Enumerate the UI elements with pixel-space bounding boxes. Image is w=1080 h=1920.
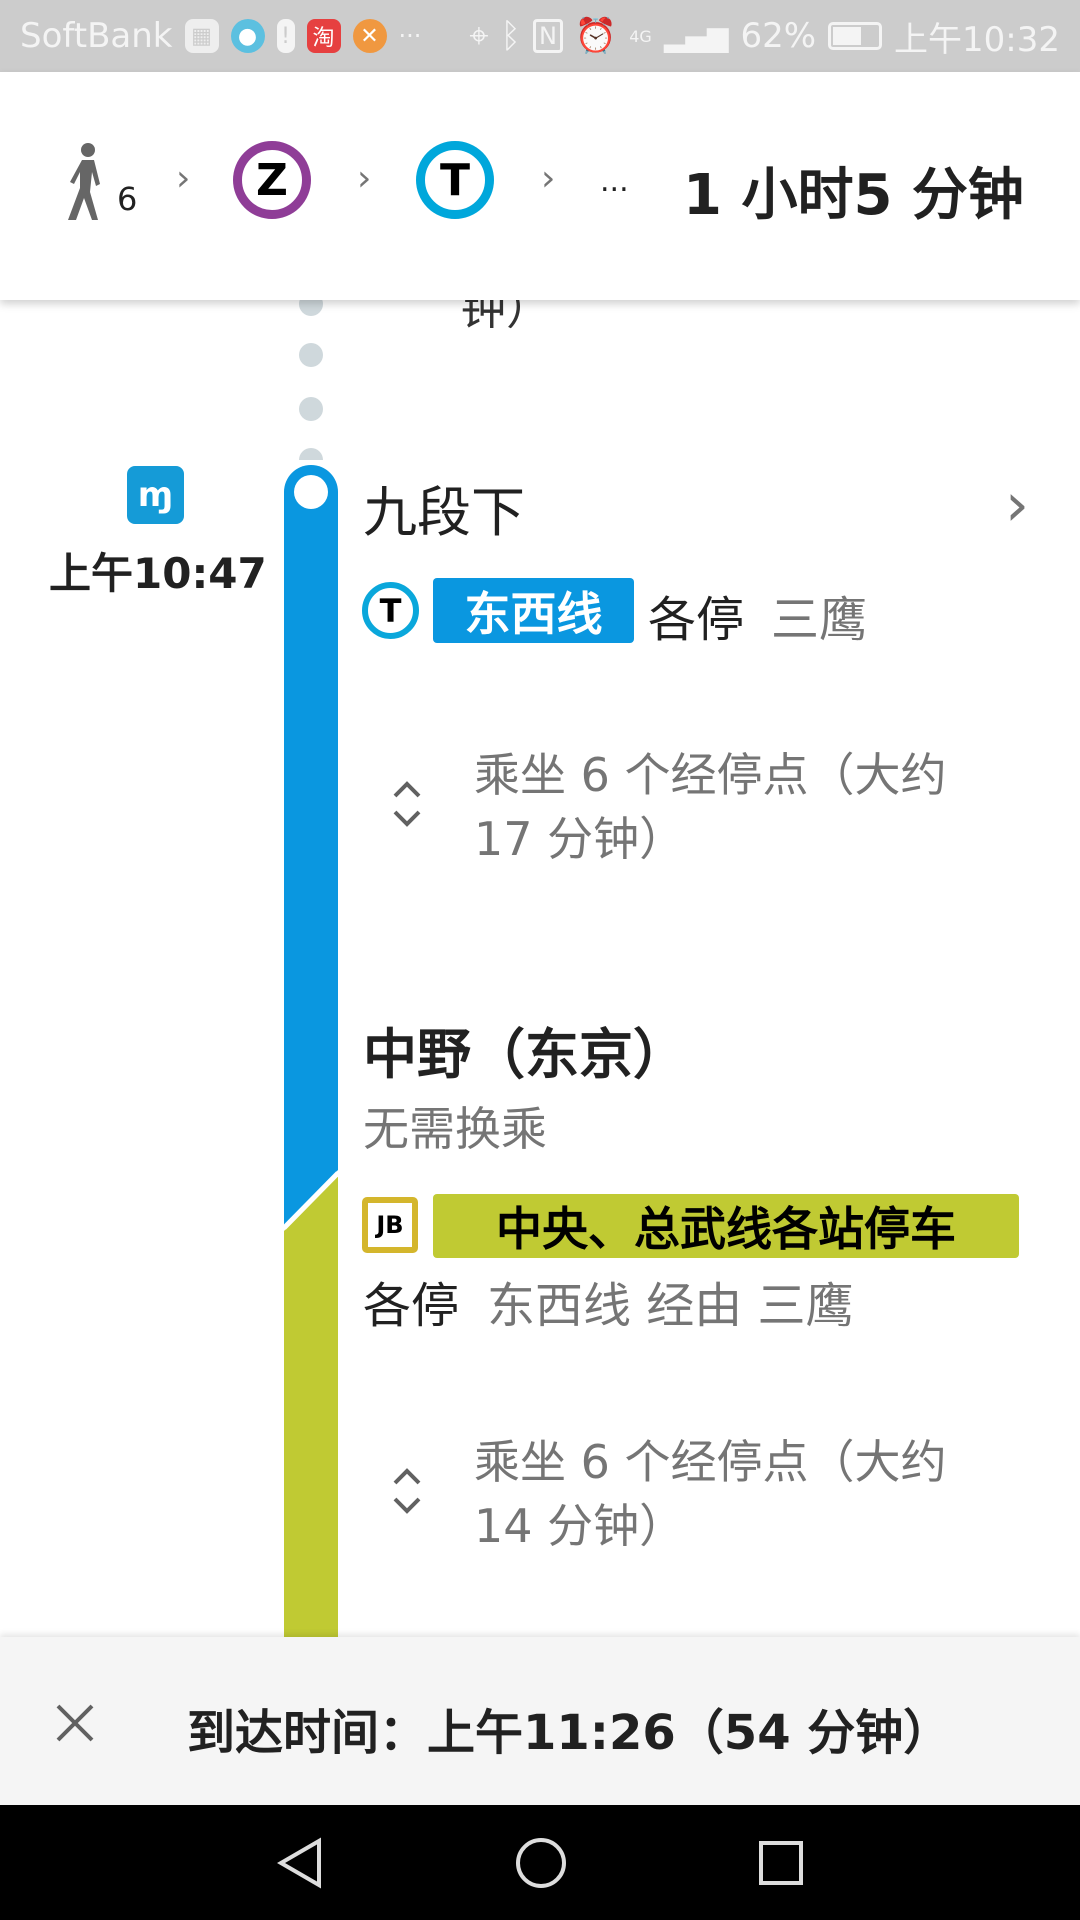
- line-badge: 东西线: [433, 578, 634, 643]
- via-route: 东西线 经由 三鹰: [487, 1278, 854, 1334]
- ride-stops-summary[interactable]: 乘坐 6 个经停点（大约 17 分钟）: [474, 743, 947, 871]
- ride-stops-line2: 14 分钟）: [474, 1499, 686, 1553]
- battery-alert-icon: !: [276, 19, 295, 53]
- line-z-icon: Z: [233, 141, 311, 219]
- battery-percent: 62%: [740, 16, 817, 56]
- location-icon: ⌖: [469, 16, 489, 56]
- tozai-line-segment: [284, 465, 338, 1225]
- ride-stops-line1: 乘坐 6 个经停点（大约: [474, 1435, 947, 1489]
- train-icon: ▦: [184, 19, 219, 53]
- arrival-bar: 到达时间：上午11:26（54 分钟）: [0, 1637, 1080, 1805]
- walk-icon: [68, 143, 100, 220]
- total-duration: 1 小时5 分钟: [683, 163, 1024, 228]
- destination: 三鹰: [771, 592, 868, 648]
- nfc-icon: N: [532, 19, 563, 53]
- itinerary-timeline[interactable]: 钟） ɱ 上午10:47 九段下 › T 东西线 各停 三鹰 乘坐 6 个经停点…: [0, 300, 1080, 1637]
- transfer-divider: [284, 1171, 338, 1230]
- service-type: 各停: [648, 592, 745, 648]
- chevron-right-icon[interactable]: ›: [1005, 470, 1029, 540]
- carrier: SoftBank: [20, 16, 173, 56]
- walk-dot: [299, 343, 323, 367]
- battery-icon: [828, 22, 883, 50]
- network-type: 4G: [629, 26, 652, 46]
- service-type: 各停: [363, 1278, 460, 1334]
- walk-dot: [299, 397, 323, 421]
- chuo-line-segment: [284, 1176, 338, 1637]
- status-bar: SoftBank ▦ ● ! 淘 ✕ ··· ⌖ ᛒ N ⏰ 4G ▂▄▆ 62…: [0, 0, 1080, 72]
- close-icon[interactable]: [54, 1702, 96, 1744]
- chevron-right-icon: ›: [176, 158, 191, 199]
- jb-line-icon: JB: [362, 1197, 418, 1253]
- more-notifications: ···: [398, 22, 422, 50]
- chevron-right-icon: ›: [541, 158, 556, 199]
- baidu-icon: ●: [230, 19, 265, 53]
- recents-icon[interactable]: [758, 1840, 804, 1886]
- app-icon: ✕: [352, 19, 387, 53]
- line-t-icon: T: [362, 582, 419, 639]
- route-summary-header[interactable]: 6 › Z › T › ... 1 小时5 分钟: [0, 72, 1080, 300]
- stop-marker: [294, 475, 328, 509]
- walk-dot: [299, 448, 323, 460]
- line-badge: 中央、总武线各站停车: [433, 1194, 1019, 1258]
- walk-dot: [299, 300, 323, 316]
- clock: 上午10:32: [894, 19, 1060, 60]
- signal-icon: ▂▄▆: [663, 19, 729, 53]
- route-line: [284, 465, 338, 1637]
- prev-ride-text: 钟）: [460, 300, 552, 335]
- home-icon[interactable]: [514, 1836, 568, 1890]
- expand-icon[interactable]: [390, 776, 424, 832]
- taobao-icon: 淘: [306, 19, 341, 53]
- tokyo-metro-icon: ɱ: [127, 466, 184, 524]
- transfer-note: 无需换乘: [363, 1102, 547, 1156]
- ride-stops-summary[interactable]: 乘坐 6 个经停点（大约 14 分钟）: [474, 1430, 947, 1558]
- line-t-icon: T: [416, 141, 494, 219]
- bluetooth-icon: ᛒ: [500, 16, 521, 56]
- ride-stops-line1: 乘坐 6 个经停点（大约: [474, 748, 947, 802]
- expand-icon[interactable]: [390, 1463, 424, 1519]
- stop-name[interactable]: 中野（东京）: [363, 1023, 687, 1086]
- walk-minutes: 6: [117, 180, 138, 218]
- navigation-bar: [0, 1805, 1080, 1920]
- more-legs: ...: [600, 164, 629, 199]
- arrival-time: 到达时间：上午11:26（54 分钟）: [187, 1705, 952, 1761]
- ride-stops-line2: 17 分钟）: [474, 812, 686, 866]
- chevron-right-icon: ›: [357, 158, 372, 199]
- departure-time: 上午10:47: [49, 549, 267, 598]
- back-icon[interactable]: [275, 1837, 325, 1889]
- stop-name[interactable]: 九段下: [363, 481, 525, 544]
- alarm-icon: ⏰: [574, 16, 618, 56]
